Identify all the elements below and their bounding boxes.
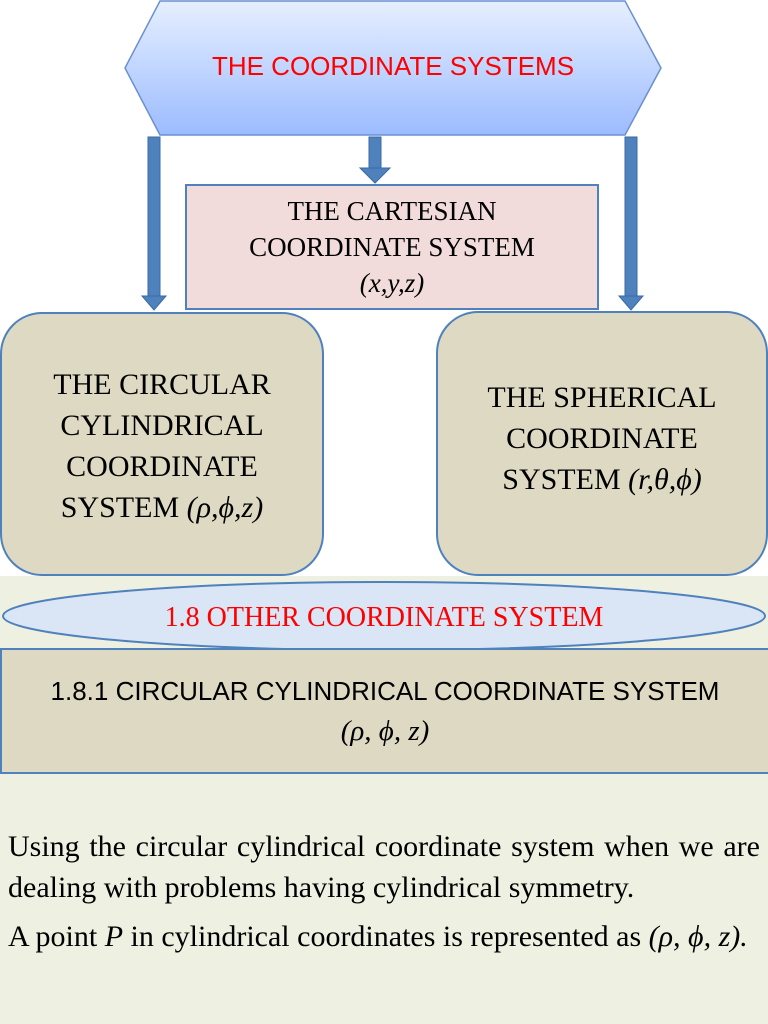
cylindrical-system-box: THE CIRCULAR CYLINDRICAL COORDINATE SYST… [0,312,324,576]
arrow-to-cartesian [358,136,392,184]
paragraph-2-after: in cylindrical coordinates is represente… [123,920,649,953]
subsection-title: 1.8.1 CIRCULAR CYLINDRICAL COORDINATE SY… [50,676,720,706]
paragraph-2-before: A point [8,920,105,953]
cylindrical-point-variables: (ρ, ϕ, z). [648,920,748,953]
coordinate-systems-diagram [2,0,766,651]
body-paragraph-2: A point P in cylindrical coordinates is … [8,916,760,957]
section-heading: 1.8 OTHER COORDINATE SYSTEM [164,602,604,633]
body-paragraph-1: Using the circular cylindrical coordinat… [8,830,760,904]
cylindrical-line-4: SYSTEM (ρ,ϕ,z) [61,487,263,528]
spherical-line-3: SYSTEM (r,θ,ϕ) [502,459,701,500]
cartesian-system-box: THE CARTESIAN COORDINATE SYSTEM (x,y,z) [185,184,599,310]
subsection-variables: (ρ, ϕ, z) [340,715,430,747]
spherical-line-2: COORDINATE [506,422,698,455]
cartesian-variables: (x,y,z) [359,268,425,298]
cylindrical-line-1: THE CIRCULAR [53,368,271,401]
diagram-title: THE COORDINATE SYSTEMS [211,50,575,81]
cylindrical-line-2: CYLINDRICAL [60,409,264,442]
cartesian-line-1: THE CARTESIAN [287,196,497,226]
point-variable: P [104,920,124,953]
title-hexagon [124,0,662,136]
subsection-box: 1.8.1 CIRCULAR CYLINDRICAL COORDINATE SY… [0,648,768,774]
arrow-to-spherical [617,136,645,311]
cylindrical-line-3: COORDINATE [66,450,258,483]
body-text: Using the circular cylindrical coordinat… [8,826,760,957]
cylindrical-line-4-prefix: SYSTEM [60,491,187,524]
cartesian-line-2: COORDINATE SYSTEM [249,232,535,262]
spherical-system-box: THE SPHERICAL COORDINATE SYSTEM (r,θ,ϕ) [436,311,768,576]
spherical-variables: (r,θ,ϕ) [628,463,702,496]
spherical-line-1: THE SPHERICAL [487,381,717,414]
spherical-line-3-prefix: SYSTEM [502,463,629,496]
cylindrical-variables: (ρ,ϕ,z) [186,491,264,524]
arrow-to-cylindrical [140,136,168,311]
